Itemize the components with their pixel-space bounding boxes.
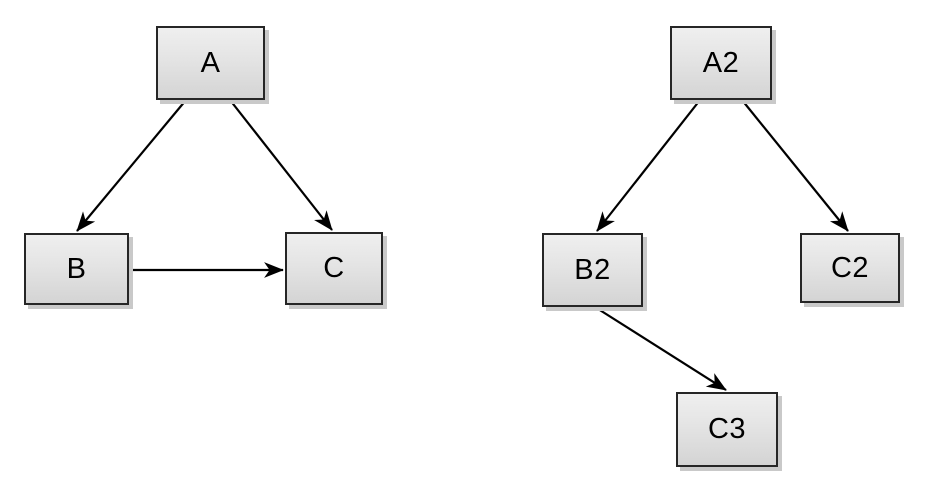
node-c[interactable]: C bbox=[285, 232, 383, 305]
edge-a-to-b[interactable] bbox=[76, 99, 187, 232]
node-label-b2: B2 bbox=[574, 253, 611, 286]
node-label-c3: C3 bbox=[707, 413, 747, 445]
node-a2[interactable]: A2 bbox=[670, 26, 772, 100]
edge-a2-to-b2[interactable] bbox=[596, 99, 701, 232]
node-c2[interactable]: C2 bbox=[800, 233, 900, 303]
node-label-c: C bbox=[323, 252, 345, 284]
edge-a-to-c[interactable] bbox=[229, 99, 333, 231]
node-label-b: B bbox=[66, 252, 87, 285]
node-label-c2: C2 bbox=[830, 251, 870, 284]
node-c3[interactable]: C3 bbox=[676, 392, 778, 467]
node-b[interactable]: B bbox=[24, 233, 129, 305]
edge-b2-to-c3[interactable] bbox=[594, 306, 727, 391]
edge-a2-to-c2[interactable] bbox=[741, 99, 849, 232]
node-a[interactable]: A bbox=[156, 26, 265, 100]
node-label-a2: A2 bbox=[702, 46, 740, 79]
node-b2[interactable]: B2 bbox=[542, 233, 643, 307]
node-label-a: A bbox=[200, 46, 221, 79]
